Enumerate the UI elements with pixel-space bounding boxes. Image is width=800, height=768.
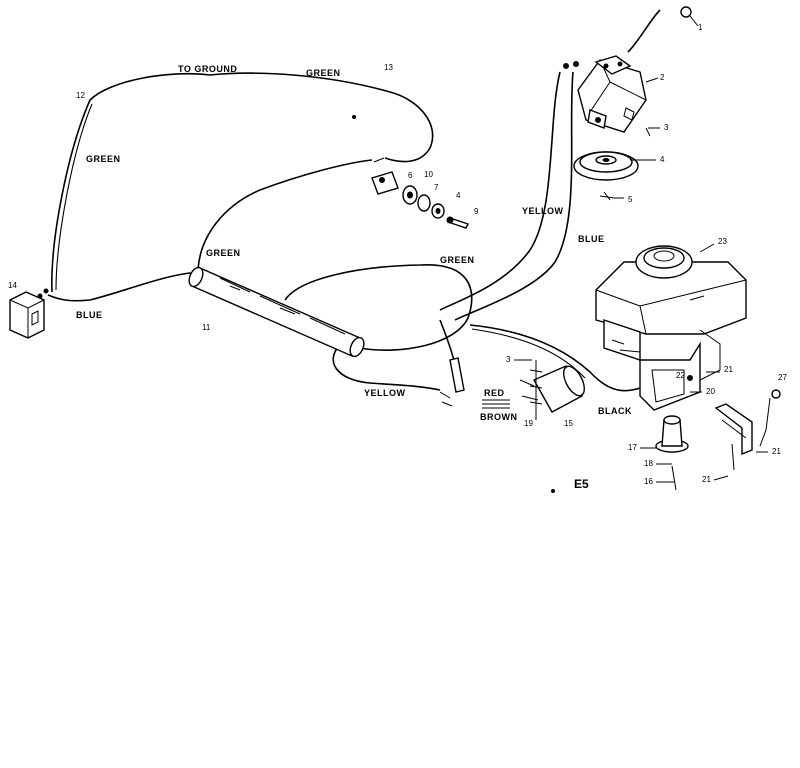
- callout-4b: 4: [456, 191, 461, 200]
- callout-20: 20: [706, 387, 715, 396]
- wire-green-right-loop: [284, 264, 473, 351]
- engine: [595, 245, 747, 411]
- callout-14: 14: [8, 281, 17, 290]
- wire-green-upper-loop: [51, 72, 434, 293]
- harness-tube: [188, 266, 365, 358]
- callout-3b: 3: [506, 355, 511, 364]
- connector-red-brown: [439, 357, 510, 409]
- callout-12: 12: [76, 91, 85, 100]
- wire-blue-to-switch: [454, 71, 574, 321]
- wire-switch-to-top: [627, 9, 661, 53]
- wire-blue-left: [47, 271, 206, 302]
- bracket: [714, 389, 781, 471]
- callout-15: 15: [564, 419, 573, 428]
- callout-21c: 21: [702, 475, 711, 484]
- callout-22: 22: [676, 371, 685, 380]
- label-green-mid: GREEN: [206, 248, 241, 258]
- label-brown: BROWN: [480, 412, 518, 422]
- mount-cup: [655, 415, 689, 491]
- label-yellow-bottom: YELLOW: [364, 388, 406, 398]
- callout-17: 17: [628, 443, 637, 452]
- callout-3: 3: [664, 123, 669, 132]
- label-green-right: GREEN: [440, 255, 475, 265]
- callout-21b: 21: [772, 447, 781, 456]
- parts-bolt-assembly: [371, 157, 469, 229]
- callout-7: 7: [434, 183, 439, 192]
- label-red: RED: [484, 388, 505, 398]
- starter-solenoid: [519, 360, 586, 420]
- label-yellow-right: YELLOW: [522, 206, 564, 216]
- label-blue-right: BLUE: [578, 234, 605, 244]
- wire-black-to-engine: [469, 324, 641, 392]
- callout-23: 23: [718, 237, 727, 246]
- callout-2: 2: [660, 73, 665, 82]
- wire-yellow-to-switch: [439, 71, 561, 311]
- callout-4: 4: [660, 155, 665, 164]
- plug-connector: [9, 288, 49, 339]
- label-green-left: GREEN: [86, 154, 121, 164]
- diagram-id: E5: [574, 477, 589, 491]
- label-black: BLACK: [598, 406, 632, 416]
- callout-21a: 21: [724, 365, 733, 374]
- label-blue-left: BLUE: [76, 310, 103, 320]
- callout-5: 5: [628, 195, 633, 204]
- callout-27: 27: [778, 373, 787, 382]
- callout-19: 19: [524, 419, 533, 428]
- callout-6: 6: [408, 171, 413, 180]
- wire-yellow-bottom: [332, 344, 441, 391]
- callout-10: 10: [424, 170, 433, 179]
- callout-9: 9: [474, 207, 479, 216]
- callout-18: 18: [644, 459, 653, 468]
- callout-13: 13: [384, 63, 393, 72]
- label-green-top: GREEN: [306, 68, 341, 78]
- callout-16: 16: [644, 477, 653, 486]
- callout-11: 11: [202, 323, 211, 332]
- callout-1: 1: [698, 23, 703, 32]
- wire-green-upper-loop-inner: [55, 103, 93, 291]
- label-to-ground: TO GROUND: [178, 64, 237, 74]
- switch-assembly: [563, 6, 699, 201]
- wire-green-cylinder-up: [197, 159, 373, 271]
